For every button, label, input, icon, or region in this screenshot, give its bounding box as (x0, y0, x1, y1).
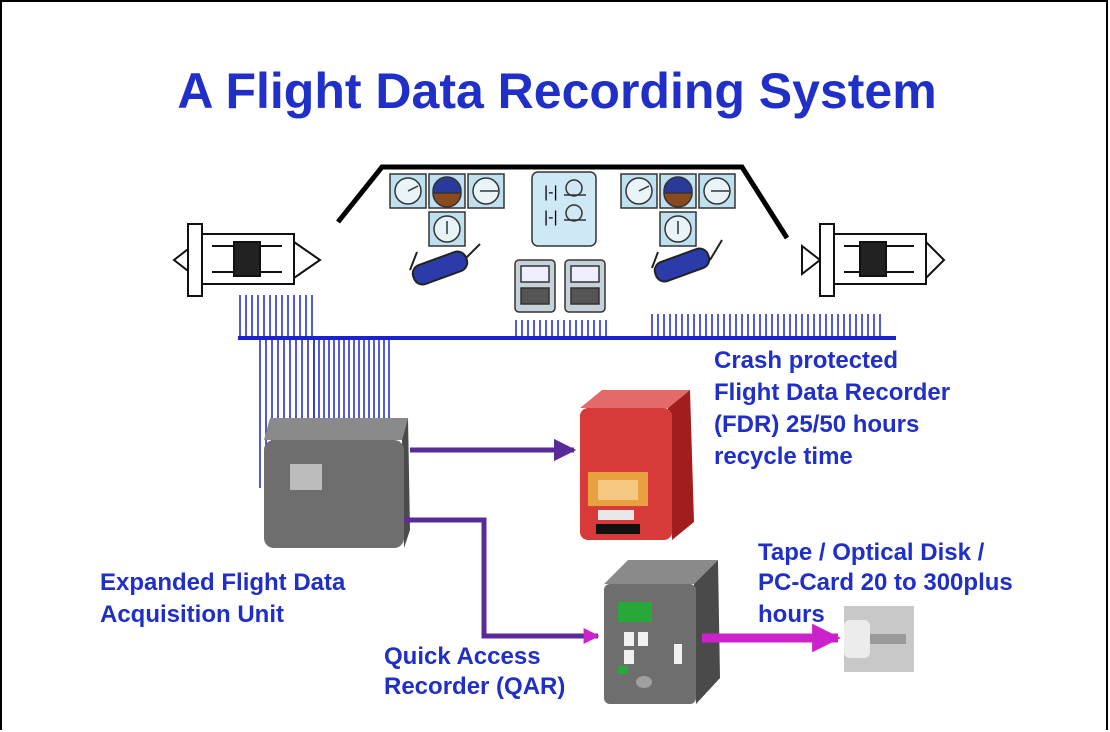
storage-media-icon (844, 606, 914, 672)
storage-media-label: Tape / Optical Disk / PC-Card 20 to 300p… (758, 539, 1019, 628)
left-engine-icon (172, 223, 322, 297)
svg-text:|-|: |-| (544, 209, 558, 226)
svg-text:|-|: |-| (544, 184, 558, 201)
page-title: A Flight Data Recording System (177, 63, 936, 119)
efdau-label: Expanded Flight Data Acquisition Unit (100, 569, 352, 628)
efdau-to-qar-arrow (404, 517, 600, 645)
connectors (404, 438, 841, 653)
cockpit-icon (336, 164, 790, 240)
qar-label: Quick Access Recorder (QAR) (384, 643, 565, 700)
center-instrument-panel: |-| |-| (531, 171, 597, 247)
quick-access-recorder-icon (604, 560, 720, 704)
right-engine-icon (801, 223, 946, 297)
control-stick-icon (409, 239, 723, 286)
acquisition-unit-icon (264, 418, 410, 548)
instrument-gauge-icon (389, 173, 736, 247)
fdr-label: Crash protected Flight Data Recorder (FD… (714, 347, 957, 470)
control-display-unit-icon (514, 259, 606, 313)
flight-data-recorder-icon (580, 390, 694, 540)
